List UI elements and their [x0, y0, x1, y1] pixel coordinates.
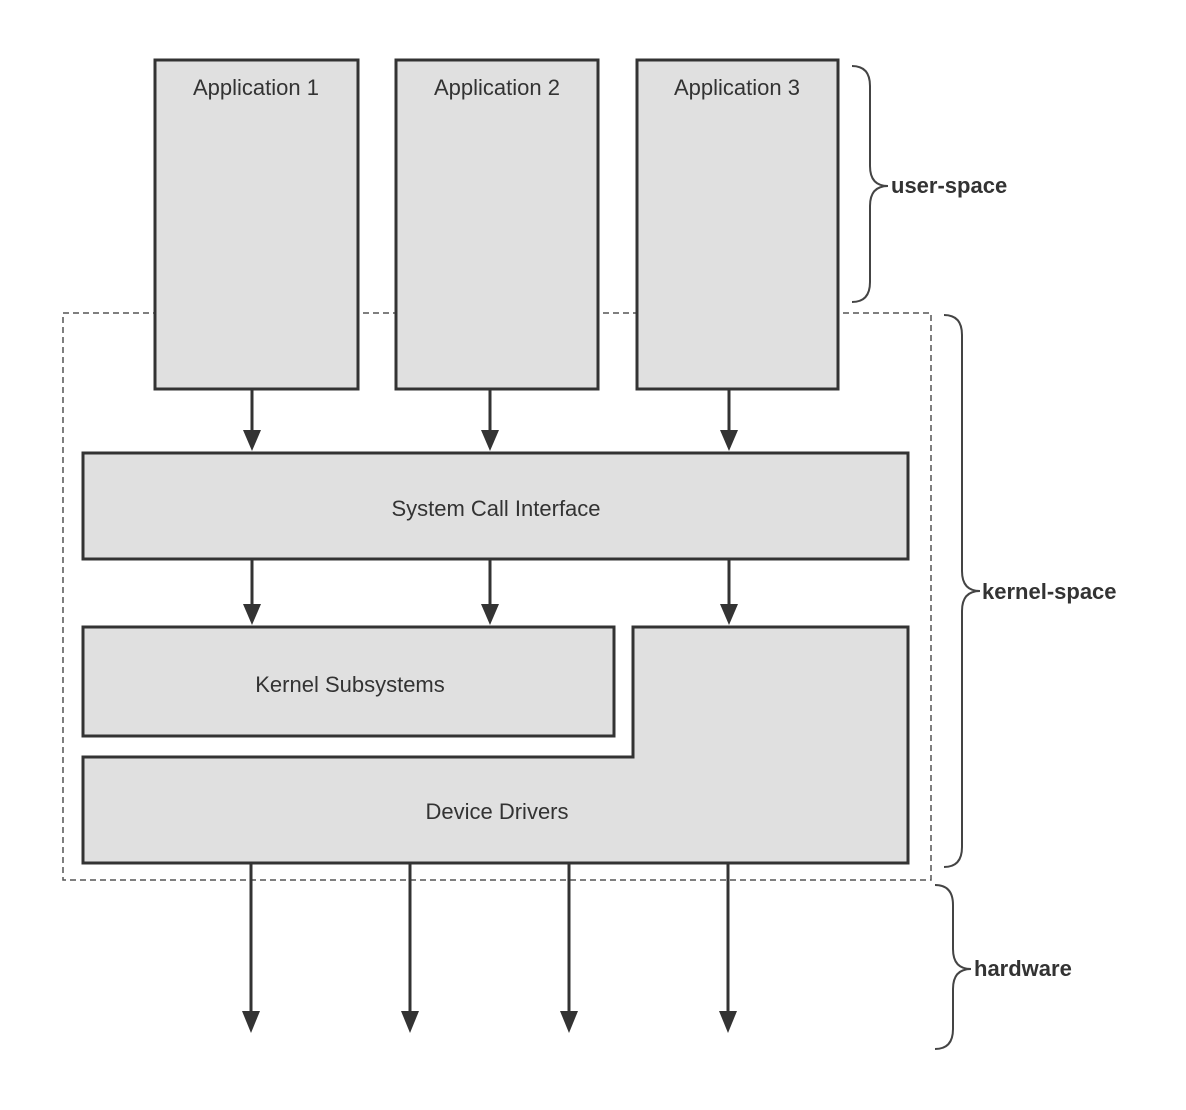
kernel-subsystems-label: Kernel Subsystems — [255, 672, 445, 697]
drivers-to-hardware-arrow-3 — [560, 863, 578, 1033]
app-to-syscall-arrow-3 — [720, 389, 738, 451]
device-drivers-box: Device Drivers — [81, 625, 910, 865]
kernel-subsystems-box: Kernel Subsystems — [81, 625, 616, 738]
application-3-box: Application 3 — [635, 58, 840, 391]
application-1-box: Application 1 — [153, 58, 360, 391]
drivers-to-hardware-arrow-1 — [242, 863, 260, 1033]
application-2-label: Application 2 — [434, 75, 560, 100]
kernel-space-brace: kernel-space — [943, 314, 1117, 868]
syscall-to-kernel-arrow-1 — [243, 559, 261, 625]
system-call-interface-box: System Call Interface — [81, 451, 910, 561]
app-to-syscall-arrow-1 — [243, 389, 261, 451]
hardware-label: hardware — [974, 956, 1072, 981]
drivers-to-hardware-arrow-4 — [719, 863, 737, 1033]
application-3-label: Application 3 — [674, 75, 800, 100]
syscall-to-drivers-arrow-3 — [720, 559, 738, 625]
device-drivers-label: Device Drivers — [425, 799, 568, 824]
drivers-to-hardware-arrow-2 — [401, 863, 419, 1033]
application-2-box: Application 2 — [394, 58, 600, 391]
syscall-to-kernel-arrow-2 — [481, 559, 499, 625]
user-space-label: user-space — [891, 173, 1007, 198]
system-call-interface-label: System Call Interface — [391, 496, 600, 521]
kernel-space-label: kernel-space — [982, 579, 1117, 604]
application-1-label: Application 1 — [193, 75, 319, 100]
app-to-syscall-arrow-2 — [481, 389, 499, 451]
user-space-brace: user-space — [851, 65, 1007, 303]
hardware-brace: hardware — [934, 884, 1072, 1050]
